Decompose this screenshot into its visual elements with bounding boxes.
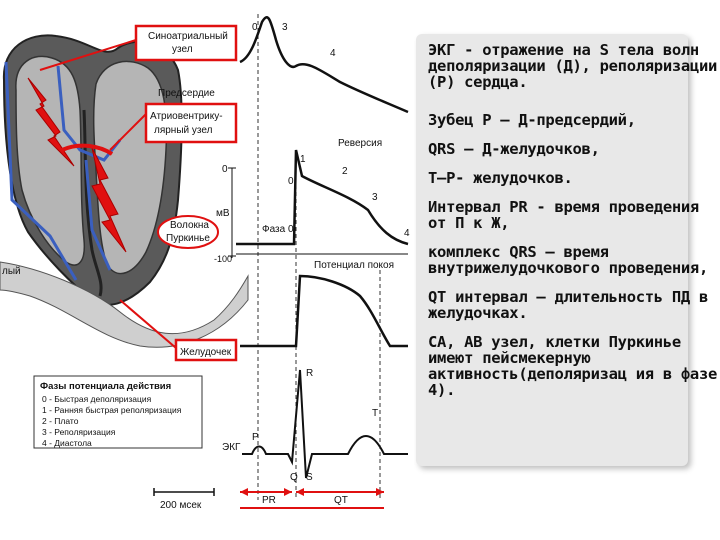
ecg-waveform (242, 369, 408, 479)
phase-mark-1: 1 (300, 154, 306, 165)
pr-arrowhead-right (284, 488, 292, 496)
lightning-arrow-upper (27, 77, 75, 167)
callout-lines (39, 39, 177, 349)
legend-item: 4 - Диастола (42, 438, 92, 448)
mv-unit-label: мВ (216, 208, 230, 219)
side-fragment-label: лый (2, 266, 21, 277)
sa-node-label-2: узел (172, 44, 193, 55)
resting-potential-label: Потенциал покоя (314, 260, 394, 271)
legend-title: Фазы потенциала действия (40, 381, 171, 392)
purkinje-action-potential: 0 мВ -100 1 2 3 4 0 Фаза 0 Реверсия Поте… (214, 138, 410, 271)
purkinje-curve (236, 149, 409, 246)
mv-min-label: -100 (214, 254, 232, 264)
ventricle-label: Желудочек (180, 347, 232, 358)
callout-ventricle (119, 299, 177, 349)
ventricle-box (174, 338, 238, 362)
av-node-box (144, 102, 238, 144)
phase0-label: Фаза 0 (262, 224, 294, 235)
atrium-label: Предсердие (158, 88, 215, 99)
pr-label: PR (262, 495, 276, 506)
legend-item: 0 - Быстрая деполяризация (42, 394, 152, 404)
paragraph-ecg-definition: ЭКГ - отражение на S тела волн деполяриз… (428, 41, 718, 91)
paragraph-pr-interval: Интервал PR - время проведения от П к Ж, (428, 198, 699, 232)
paragraph-qrs-complex: комплекс QRS – время внутрижелудочкового… (428, 243, 708, 277)
ecg-trace: ЭКГ P R Q S T (222, 368, 408, 483)
phase-mark-0b: 0 (288, 176, 294, 187)
phase-legend: Фазы потенциала действия 0 - Быстрая деп… (33, 375, 203, 449)
paragraph-qrs: QRS – Д-желудочков, (428, 140, 600, 158)
interval-arrows: PR QT (240, 488, 384, 509)
time-scale: 200 мсек (153, 488, 215, 511)
legend-item: 3 - Реполяризация (42, 427, 116, 437)
phase-mark-3b: 3 (372, 192, 378, 203)
paragraph-tp: Т–Р- желудочков. (428, 169, 573, 187)
sa-node-action-potential (239, 16, 409, 114)
phase-mark-3: 3 (282, 22, 288, 33)
pr-arrowhead-left (240, 488, 248, 496)
slide-text: ЭКГ - отражение на S тела волн деполяриз… (428, 42, 720, 411)
ekg-label: ЭКГ (222, 442, 241, 453)
wave-t-label: T (372, 408, 378, 419)
qt-arrowhead-left (296, 488, 304, 496)
callout-av-node (109, 113, 147, 151)
sa-node-label-1: Синоатриальный (148, 31, 228, 42)
mv-zero-label: 0 (222, 164, 228, 175)
purkinje-label-2: Пуркинье (166, 233, 210, 244)
heart-illustration (0, 34, 249, 348)
phase-mark-2: 2 (342, 166, 348, 177)
av-node-label-1: Атриовентрику- (150, 111, 223, 122)
wave-s-label: S (306, 472, 313, 483)
paragraph-pacemaker: СА, АВ узел, клетки Пуркинье имеют пейсм… (428, 333, 718, 399)
legend-box (33, 375, 203, 449)
conduction-path-left (84, 159, 112, 271)
phase-mark-4: 4 (330, 48, 336, 59)
heart-base (0, 261, 249, 348)
callout-sa-node (39, 39, 137, 71)
phase-mark-0: 0 (252, 22, 258, 33)
qt-arrowhead-right (376, 488, 384, 496)
wave-q-label: Q (290, 472, 298, 483)
time-scale-label: 200 мсек (160, 500, 202, 511)
av-node-bolt (61, 143, 114, 156)
sa-node-box (134, 24, 238, 62)
paragraph-p-wave: Зубец Р – Д-предсердий, (428, 111, 636, 129)
right-chamber (15, 55, 86, 266)
purkinje-box (157, 215, 219, 249)
ventricle-action-potential (240, 274, 408, 348)
legend-item: 2 - Плато (42, 416, 79, 426)
paragraph-qt-interval: QT интервал – длительность ПД в желудочк… (428, 288, 708, 322)
wave-r-label: R (306, 368, 313, 379)
wave-p-label: P (252, 432, 259, 443)
phase-mark-4b: 4 (404, 228, 410, 239)
legend-item: 1 - Ранняя быстрая реполяризация (42, 405, 182, 415)
lightning-arrow-lower (91, 147, 127, 253)
reversion-label: Реверсия (338, 138, 382, 149)
septum (82, 109, 103, 297)
conduction-path-right (4, 61, 78, 281)
purkinje-label-1: Волокна (170, 220, 209, 231)
av-node-label-2: лярный узел (154, 125, 213, 136)
text-panel-background (416, 34, 688, 466)
qt-label: QT (334, 495, 348, 506)
